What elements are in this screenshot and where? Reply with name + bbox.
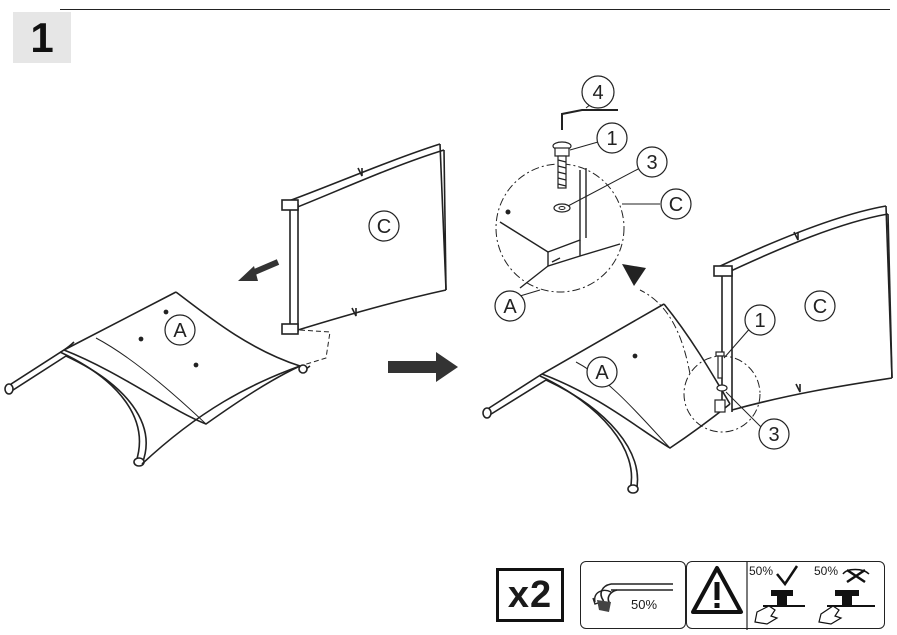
zoomed-washer-hole	[558, 206, 566, 210]
zoomed-frame	[499, 168, 621, 289]
cross-icon	[846, 568, 866, 584]
detail-circle-zoom	[495, 163, 625, 293]
left-backrest	[281, 143, 447, 335]
hand-tighten-icon	[754, 605, 843, 625]
right-screw	[714, 351, 728, 413]
callout-circles	[164, 75, 836, 450]
top-rule	[60, 9, 890, 10]
callout-part-c-zoom	[660, 188, 692, 220]
hex-key-icon	[561, 109, 618, 130]
callout-part-a-right-label: A	[595, 362, 609, 384]
callout-screw-zoom	[596, 122, 628, 154]
callout-washer-zoom	[636, 146, 668, 178]
callout-part-a-left	[164, 314, 196, 346]
right-chair-base	[482, 303, 731, 494]
callout-washer-right	[758, 418, 790, 450]
left-connector-line	[299, 329, 331, 367]
right-backrest	[713, 205, 893, 412]
rotate-icon	[594, 589, 612, 603]
callout-part-c-zoom-label: C	[669, 194, 683, 216]
torque-ok-label: 50%	[749, 564, 774, 578]
zoomed-screw	[552, 141, 572, 189]
step-badge: 1	[13, 12, 71, 63]
callout-part-a-right	[586, 356, 618, 388]
callout-screw-right-label: 1	[754, 310, 765, 332]
torque-bad-label: 50%	[814, 564, 839, 578]
tool-torque-label: 50%	[631, 597, 658, 612]
torque-warning-graphics	[691, 562, 875, 630]
tool-torque-box: 50%	[580, 561, 686, 629]
transition-arrow	[388, 352, 458, 382]
callout-washer-right-label: 3	[768, 424, 779, 446]
detail-circle-small	[683, 355, 761, 433]
step-number: 1	[30, 13, 54, 61]
left-chair-base	[4, 291, 311, 467]
quantity-box: x2	[496, 568, 564, 622]
hex-key-icon	[592, 583, 673, 612]
callout-part-a-zoom	[494, 290, 526, 322]
callout-screw-zoom-label: 1	[606, 128, 617, 150]
quantity-text: x2	[507, 574, 553, 616]
callout-part-a-left-label: A	[173, 320, 187, 342]
callout-part-a-zoom-label: A	[503, 296, 517, 318]
check-icon	[776, 565, 799, 587]
left-arrowhead	[238, 266, 258, 281]
callout-screw-right	[744, 304, 776, 336]
detail-arrowhead	[622, 264, 646, 286]
callout-part-c-left	[368, 210, 400, 242]
callout-part-c-right-label: C	[813, 296, 827, 318]
callout-part-c-right	[804, 290, 836, 322]
warning-icon	[691, 566, 743, 614]
detail-leader-line	[639, 289, 691, 375]
callout-hex-key	[581, 75, 615, 109]
callout-leaders	[519, 99, 763, 429]
callout-part-c-left-label: C	[377, 216, 391, 238]
callout-washer-zoom-label: 3	[646, 152, 657, 174]
torque-warning-box: 50% 50%	[686, 561, 885, 630]
callout-hex-key-label: 4	[592, 82, 603, 104]
